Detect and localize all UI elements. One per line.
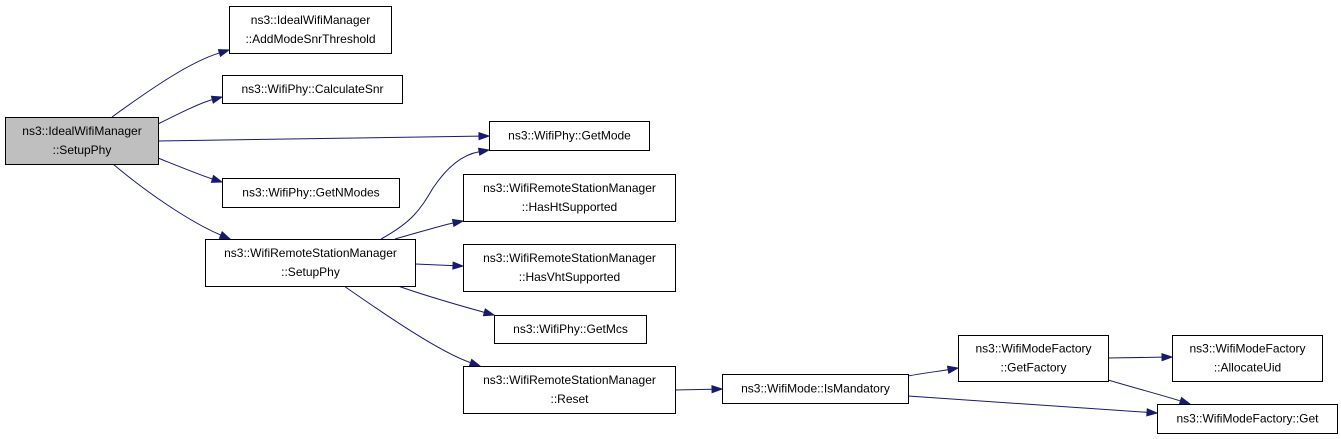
node-box: [463, 174, 676, 222]
edge-root-to-get-mode: [157, 131, 491, 142]
node-label-line: ns3::WifiMode::IsMandatory: [741, 382, 890, 396]
node-label-line: ::HasVhtSupported: [519, 270, 620, 284]
node-has-vht[interactable]: ns3::WifiRemoteStationManager::HasVhtSup…: [463, 244, 676, 292]
node-label-line: ns3::WifiModeFactory::Get: [1176, 412, 1319, 426]
edge-arrowhead: [218, 231, 232, 240]
edge-rsm-setup-to-has-ht: [394, 218, 465, 240]
node-label-line: ::SetupPhy: [281, 265, 340, 279]
edge-arrowhead: [946, 365, 960, 374]
edge-line: [111, 52, 220, 118]
node-label-line: ns3::IdealWifiManager: [22, 124, 141, 138]
node-label-line: ::AddModeSnrThreshold: [245, 32, 375, 46]
edge-line: [414, 263, 454, 267]
edge-arrowhead: [482, 308, 496, 317]
edge-rsm-setup-to-get-mode: [380, 147, 491, 240]
edge-line: [157, 99, 213, 125]
edge-root-to-rsm-setup: [112, 163, 232, 240]
edge-line: [380, 151, 480, 240]
edge-rsm-setup-to-has-vht: [414, 261, 465, 270]
edge-rsm-setup-to-reset: [343, 285, 482, 367]
call-graph-edges: [111, 49, 1192, 417]
node-label-line: ns3::WifiPhy::CalculateSnr: [241, 82, 383, 96]
node-box: [1172, 335, 1323, 382]
edge-root-to-calc-snr: [157, 95, 224, 125]
node-box: [222, 178, 400, 208]
edge-is-mandatory-to-factory-get: [907, 395, 1159, 417]
edge-line: [907, 395, 1148, 413]
edge-arrowhead: [1178, 396, 1192, 405]
edge-line: [674, 388, 713, 391]
node-get-mcs[interactable]: ns3::WifiPhy::GetMcs: [494, 315, 647, 344]
edge-is-mandatory-to-get-factory: [907, 365, 960, 377]
node-box: [222, 75, 403, 104]
edge-line: [394, 222, 454, 240]
edge-arrowhead: [477, 147, 491, 156]
node-reset[interactable]: ns3::WifiRemoteStationManager::Reset: [463, 366, 676, 414]
node-box: [205, 239, 416, 287]
node-has-ht[interactable]: ns3::WifiRemoteStationManager::HasHtSupp…: [463, 174, 676, 222]
edge-line: [907, 369, 949, 377]
node-is-mandatory[interactable]: ns3::WifiMode::IsMandatory: [722, 374, 909, 404]
edge-root-to-add-mode: [111, 49, 231, 118]
node-factory-get[interactable]: ns3::WifiModeFactory::Get: [1157, 404, 1338, 434]
node-label-line: ns3::IdealWifiManager: [251, 13, 370, 27]
node-label-line: ::HasHtSupported: [522, 200, 617, 214]
edge-arrowhead: [451, 218, 465, 228]
edge-arrowhead: [452, 261, 465, 270]
node-label-line: ::SetupPhy: [53, 143, 112, 157]
node-get-mode[interactable]: ns3::WifiPhy::GetMode: [489, 121, 650, 151]
edge-arrowhead: [210, 174, 224, 183]
node-box: [5, 117, 159, 165]
node-label-line: ns3::WifiRemoteStationManager: [483, 373, 656, 387]
node-label-line: ns3::WifiRemoteStationManager: [483, 181, 656, 195]
edge-line: [157, 135, 480, 142]
node-root[interactable]: ns3::IdealWifiManager::SetupPhy: [5, 117, 159, 165]
edge-root-to-get-nmodes: [157, 157, 224, 183]
node-label-line: ns3::WifiPhy::GetMcs: [513, 322, 628, 336]
node-rsm-setup[interactable]: ns3::WifiRemoteStationManager::SetupPhy: [205, 239, 416, 287]
edge-rsm-setup-to-get-mcs: [397, 285, 496, 317]
call-graph-nodes: ns3::IdealWifiManager::SetupPhyns3::Idea…: [5, 6, 1338, 434]
node-label-line: ns3::WifiPhy::GetNModes: [242, 186, 379, 200]
edge-arrowhead: [478, 131, 491, 141]
node-label-line: ns3::WifiModeFactory: [975, 342, 1091, 356]
edge-line: [1107, 356, 1163, 359]
edge-reset-to-is-mandatory: [674, 385, 724, 394]
node-box: [494, 315, 647, 344]
edge-arrowhead: [711, 385, 724, 394]
node-box: [722, 374, 909, 404]
node-label-line: ns3::WifiRemoteStationManager: [224, 246, 397, 260]
edge-get-factory-to-allocate-uid: [1107, 352, 1174, 362]
edge-line: [1107, 379, 1181, 402]
node-box: [1157, 404, 1338, 434]
edge-line: [112, 163, 221, 236]
node-calc-snr[interactable]: ns3::WifiPhy::CalculateSnr: [222, 75, 403, 104]
edge-line: [397, 285, 485, 313]
edge-arrowhead: [1161, 352, 1174, 362]
edge-arrowhead: [468, 358, 482, 367]
node-box: [229, 6, 392, 54]
node-get-nmodes[interactable]: ns3::WifiPhy::GetNModes: [222, 178, 400, 208]
edge-arrowhead: [1146, 408, 1159, 417]
node-add-mode[interactable]: ns3::IdealWifiManager::AddModeSnrThresho…: [229, 6, 392, 54]
edge-get-factory-to-factory-get: [1107, 379, 1192, 405]
node-box: [958, 335, 1109, 382]
node-box: [463, 366, 676, 414]
node-label-line: ::AllocateUid: [1214, 361, 1281, 375]
edge-arrowhead: [210, 95, 224, 104]
node-box: [463, 244, 676, 292]
node-label-line: ns3::WifiModeFactory: [1189, 342, 1305, 356]
edge-line: [343, 285, 471, 364]
edge-line: [157, 157, 213, 180]
node-label-line: ::Reset: [550, 392, 589, 406]
node-allocate-uid[interactable]: ns3::WifiModeFactory::AllocateUid: [1172, 335, 1323, 382]
node-label-line: ns3::WifiPhy::GetMode: [508, 129, 631, 143]
node-label-line: ::GetFactory: [1000, 361, 1066, 375]
edge-arrowhead: [217, 49, 231, 58]
node-box: [489, 121, 650, 151]
node-get-factory[interactable]: ns3::WifiModeFactory::GetFactory: [958, 335, 1109, 382]
node-label-line: ns3::WifiRemoteStationManager: [483, 251, 656, 265]
